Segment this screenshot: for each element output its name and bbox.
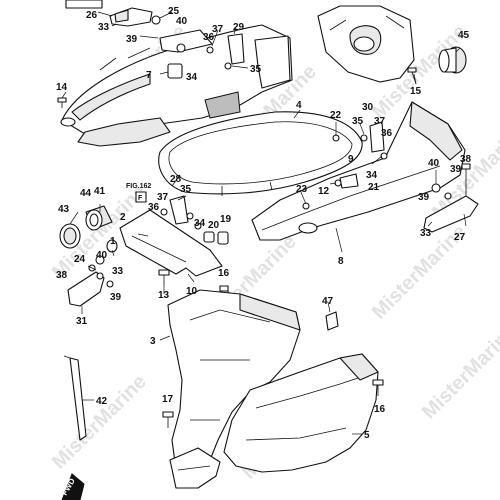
callout-40: 40 (96, 250, 108, 261)
callout-21: 21 (368, 182, 380, 193)
callout-labels: 26 33 39 25 40 36 37 29 35 34 7 14 45 15… (56, 6, 472, 441)
callout-39: 39 (450, 164, 462, 175)
callout-20: 20 (208, 220, 220, 231)
callout-3: 3 (150, 336, 156, 347)
collar-43 (59, 223, 81, 249)
bracket-30 (360, 121, 388, 160)
watermark-text: MisterMarine (418, 321, 500, 424)
callout-23: 23 (296, 184, 308, 195)
callout-12: 12 (318, 186, 330, 197)
callout-15: 15 (410, 86, 422, 97)
seal-ring-4 (158, 111, 363, 195)
callout-16: 16 (218, 268, 230, 279)
callout-14: 14 (56, 82, 68, 93)
callout-39: 39 (126, 34, 138, 45)
callout-41: 41 (94, 186, 106, 197)
watermark-text: MisterMarine (48, 371, 151, 474)
top-cowl-panel (317, 5, 415, 83)
screw-16-lower (372, 379, 384, 396)
callout-34: 34 (186, 72, 198, 83)
callout-37: 37 (374, 116, 386, 127)
callout-27: 27 (454, 232, 466, 243)
screw-14 (57, 97, 67, 108)
callout-39: 39 (418, 192, 430, 203)
callout-33: 33 (112, 266, 124, 277)
callout-43: 43 (58, 204, 70, 215)
rod-42 (63, 355, 87, 441)
callout-33: 33 (420, 228, 432, 239)
bracket-2: F FIG.162 (119, 183, 223, 277)
grommet-1 (106, 239, 118, 253)
callout-35: 35 (180, 184, 192, 195)
callout-4: 4 (296, 100, 302, 111)
reference-box (65, 0, 103, 9)
fig-box-letter: F (138, 195, 143, 202)
callout-25: 25 (168, 6, 180, 17)
callout-42: 42 (96, 396, 108, 407)
callout-5: 5 (364, 430, 370, 441)
fig-reference: FIG.162 (126, 183, 151, 190)
callout-47: 47 (322, 296, 334, 307)
screw-17 (162, 411, 174, 428)
bracket-top (109, 7, 213, 53)
callout-17: 17 (162, 394, 174, 405)
grommet-45 (438, 46, 467, 74)
callout-13: 13 (158, 290, 170, 301)
callout-9: 9 (348, 154, 354, 165)
callout-34: 34 (366, 170, 378, 181)
callout-29: 29 (233, 22, 245, 33)
callout-37: 37 (212, 24, 224, 35)
clip-29 (227, 33, 245, 65)
leader-lines (61, 11, 467, 435)
callout-8: 8 (338, 256, 344, 267)
callout-22: 22 (330, 110, 342, 121)
callout-1: 1 (110, 236, 116, 247)
callout-26: 26 (86, 10, 98, 21)
connector-41 (85, 205, 113, 231)
callout-19: 19 (220, 214, 232, 225)
handle-31 (67, 255, 114, 307)
callout-34: 34 (194, 218, 206, 229)
callout-36: 36 (203, 32, 215, 43)
fwd-arrow-icon: FWD (60, 473, 85, 500)
screw-13 (158, 269, 170, 286)
fig-box (135, 191, 147, 203)
washer-36 (206, 46, 214, 54)
callout-45: 45 (458, 30, 470, 41)
screw-23 (302, 202, 310, 210)
callout-35: 35 (352, 116, 364, 127)
callout-30: 30 (362, 102, 374, 113)
callout-38: 38 (56, 270, 68, 281)
lower-cover-3 (167, 289, 301, 481)
nut (224, 62, 232, 70)
callout-28: 28 (170, 174, 182, 185)
callout-10: 10 (186, 286, 198, 297)
callout-37: 37 (157, 192, 169, 203)
callout-7: 7 (146, 70, 152, 81)
callout-39: 39 (110, 292, 122, 303)
callout-36: 36 (381, 128, 393, 139)
bottom-bracket (169, 447, 221, 489)
grommets-19-20 (194, 222, 229, 245)
callout-31: 31 (76, 316, 88, 327)
callout-35: 35 (250, 64, 262, 75)
lower-cover-5 (223, 353, 379, 473)
callout-24: 24 (74, 254, 86, 265)
callout-40: 40 (428, 158, 440, 169)
callout-40: 40 (176, 16, 188, 27)
callout-33: 33 (98, 22, 110, 33)
callout-36: 36 (148, 202, 160, 213)
callout-38: 38 (460, 154, 472, 165)
callout-44: 44 (80, 188, 92, 199)
callout-2: 2 (120, 212, 126, 223)
callout-16: 16 (374, 404, 386, 415)
clip-47 (325, 311, 339, 331)
